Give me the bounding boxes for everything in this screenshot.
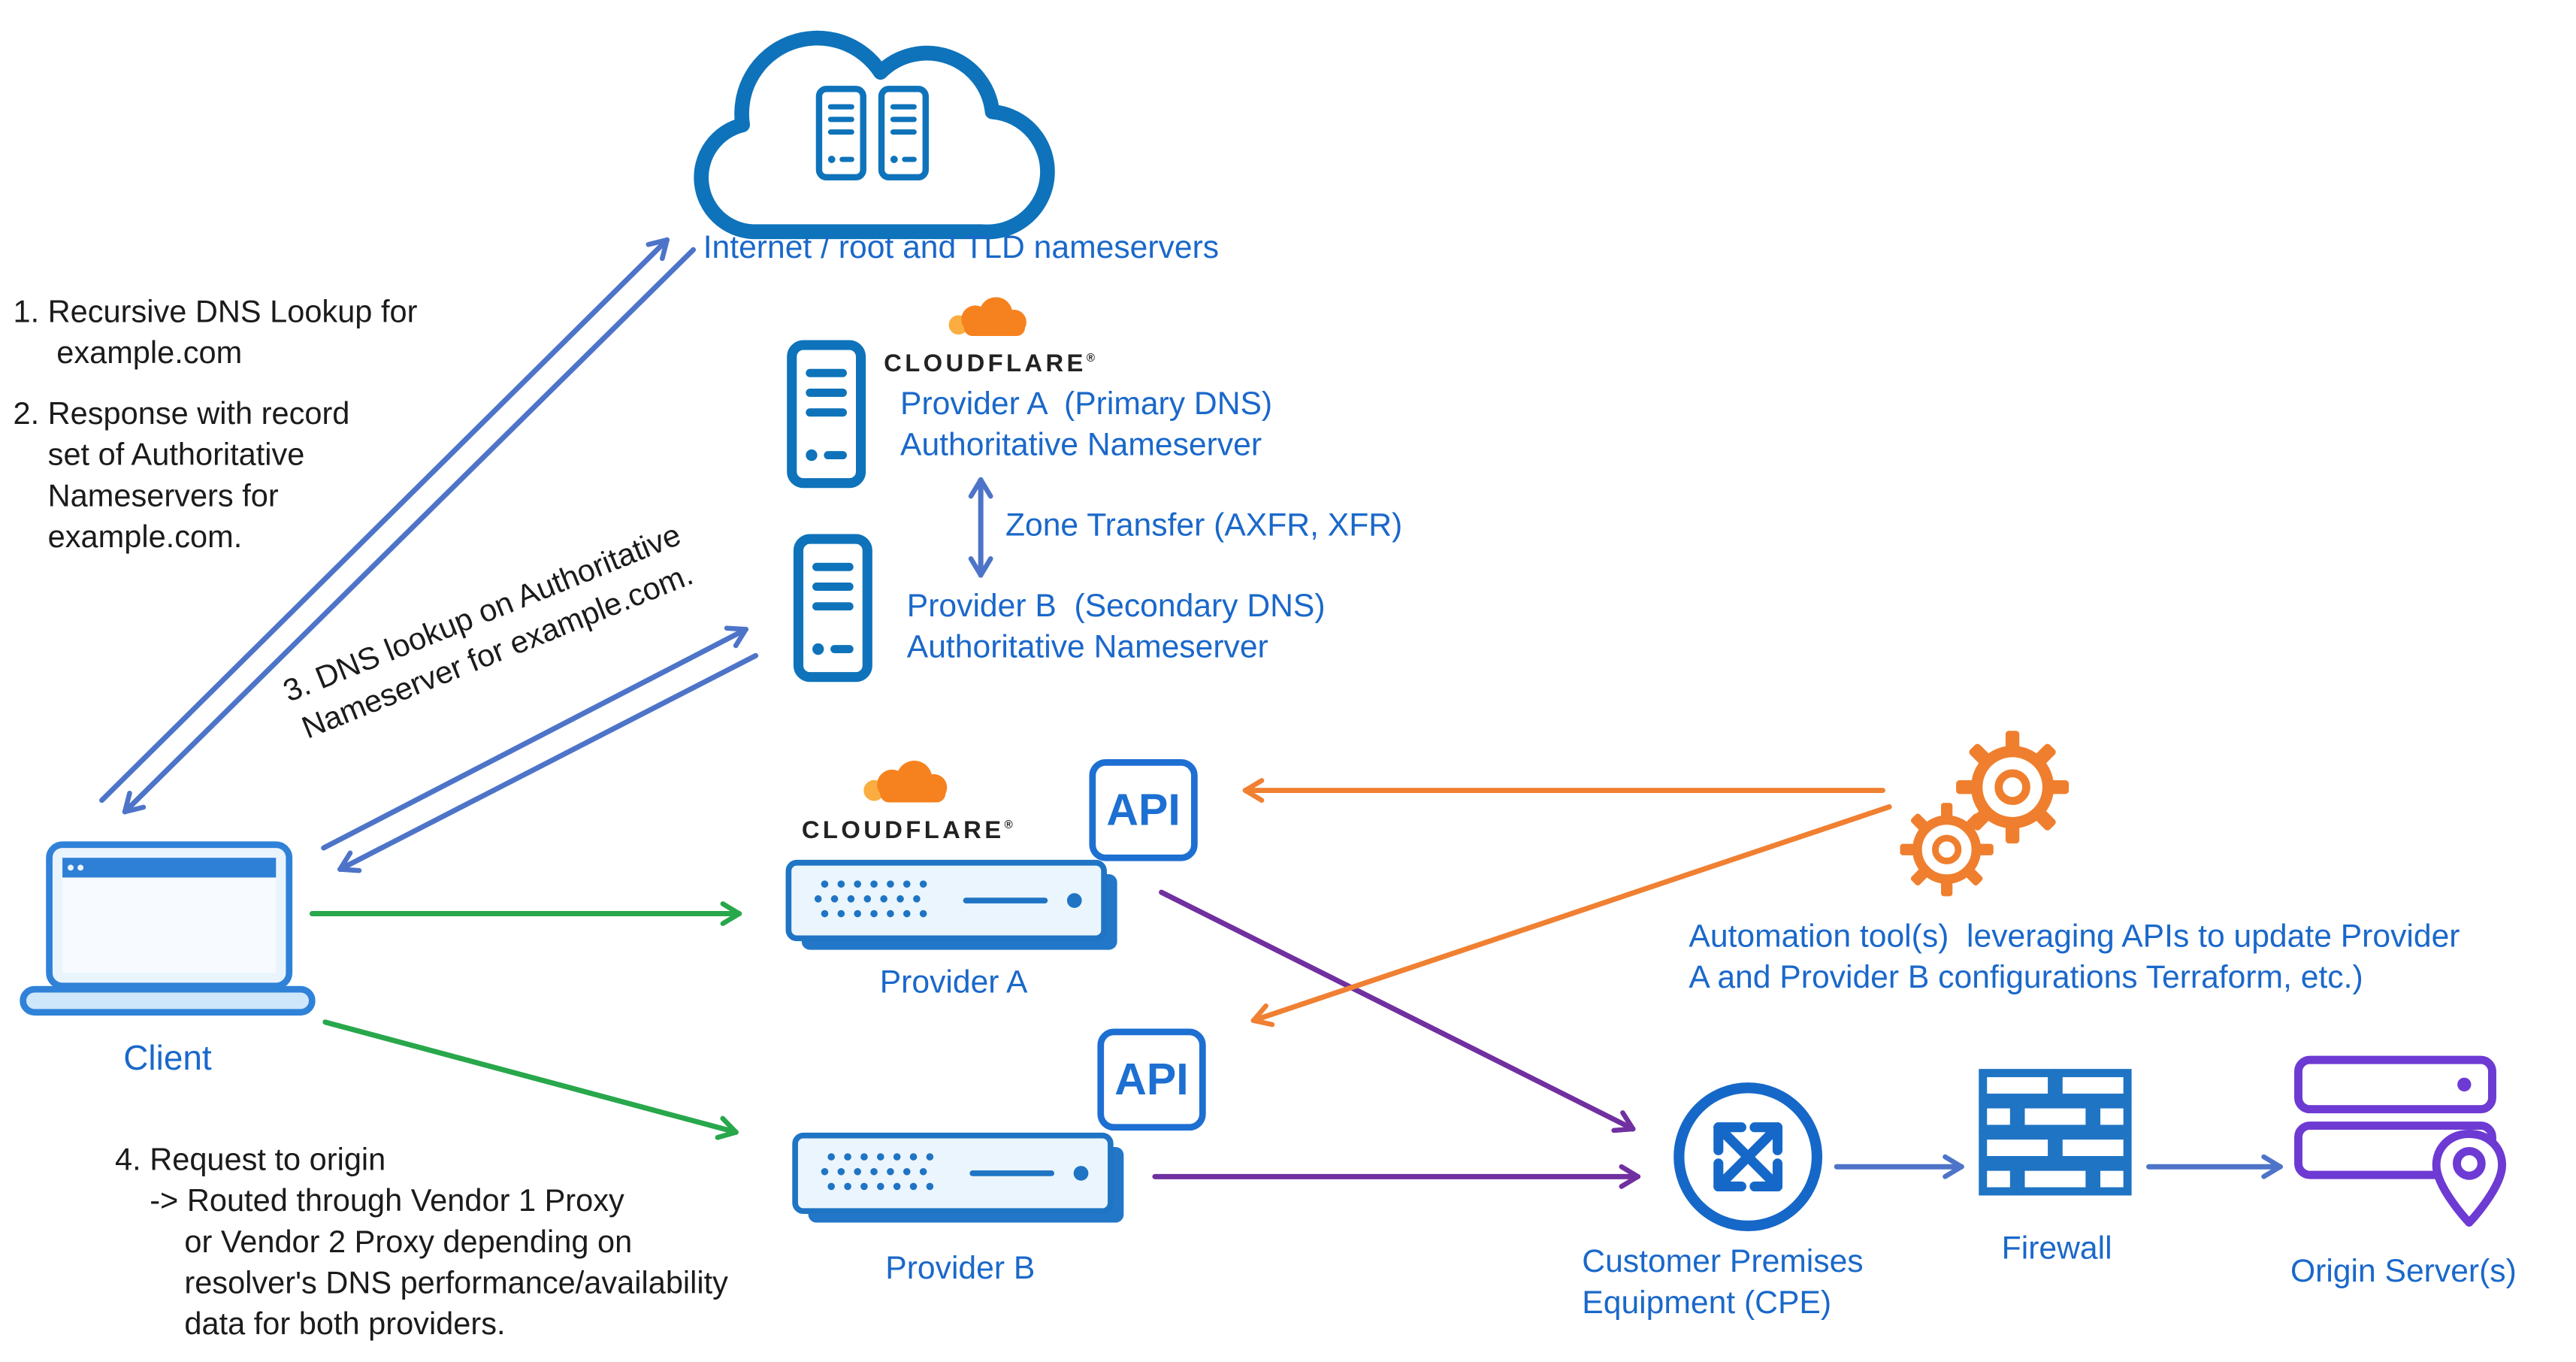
cloudflare-cloud-icon [945, 296, 1033, 340]
registered-mark: ® [1004, 819, 1017, 832]
internet-cloud-icon [694, 30, 1055, 240]
registered-mark: ® [1086, 353, 1099, 365]
client-label: Client [123, 1040, 212, 1079]
arrow-client-to-provider-b-proxy [322, 1019, 739, 1140]
automation-gears-icon [1899, 730, 2070, 907]
provider-b-nameserver-label: Provider B (Secondary DNS) Authoritative… [906, 588, 1326, 666]
cpe-label: Customer Premises Equipment (CPE) [1582, 1243, 1864, 1321]
internet-cloud-label: Internet / root and TLD nameservers [703, 230, 1220, 267]
api-box-provider-b: API [1097, 1028, 1206, 1131]
cpe-router-icon [1673, 1082, 1823, 1232]
note-step1: 1. Recursive DNS Lookup for example.com [13, 295, 418, 372]
provider-b-proxy-icon [792, 1132, 1124, 1223]
provider-b-nameserver-icon [792, 532, 874, 683]
note-step4: 4. Request to origin -> Routed through V… [115, 1143, 728, 1343]
tld-nameserver-icon [881, 89, 926, 177]
zone-transfer-label: Zone Transfer (AXFR, XFR) [1005, 507, 1403, 544]
cloudflare-wordmark: CLOUDFLARE® [801, 816, 1017, 845]
gear-icon [1900, 803, 1994, 896]
api-label: API [1114, 1054, 1189, 1104]
firewall-icon [1979, 1069, 2132, 1196]
provider-a-proxy-label: Provider A [879, 964, 1028, 1001]
api-label: API [1106, 784, 1181, 834]
cloudflare-wordmark: CLOUDFLARE® [884, 350, 1099, 378]
root-nameserver-icon [819, 89, 863, 177]
provider-a-proxy-icon [785, 859, 1117, 950]
cloudflare-cloud-icon [859, 759, 954, 807]
firewall-label: Firewall [2001, 1230, 2112, 1267]
provider-a-nameserver-icon [785, 338, 867, 489]
origin-servers-label: Origin Server(s) [2290, 1254, 2517, 1291]
origin-servers-icon [2294, 1055, 2507, 1227]
api-box-provider-a: API [1089, 759, 1198, 861]
provider-a-nameserver-label: Provider A (Primary DNS) Authoritative N… [900, 386, 1273, 464]
client-laptop-icon [20, 841, 316, 1016]
location-pin-icon [2432, 1130, 2507, 1227]
cloudflare-logo-proxy: CLOUDFLARE® [801, 759, 1017, 845]
automation-label: Automation tool(s) leveraging APIs to up… [1689, 919, 2460, 996]
cloudflare-logo-nameserver: CLOUDFLARE® [884, 296, 1099, 378]
arrow-provider-a-to-cpe [1159, 889, 1636, 1133]
note-step2: 2. Response with record set of Authorita… [13, 398, 350, 555]
provider-b-proxy-label: Provider B [885, 1250, 1036, 1287]
